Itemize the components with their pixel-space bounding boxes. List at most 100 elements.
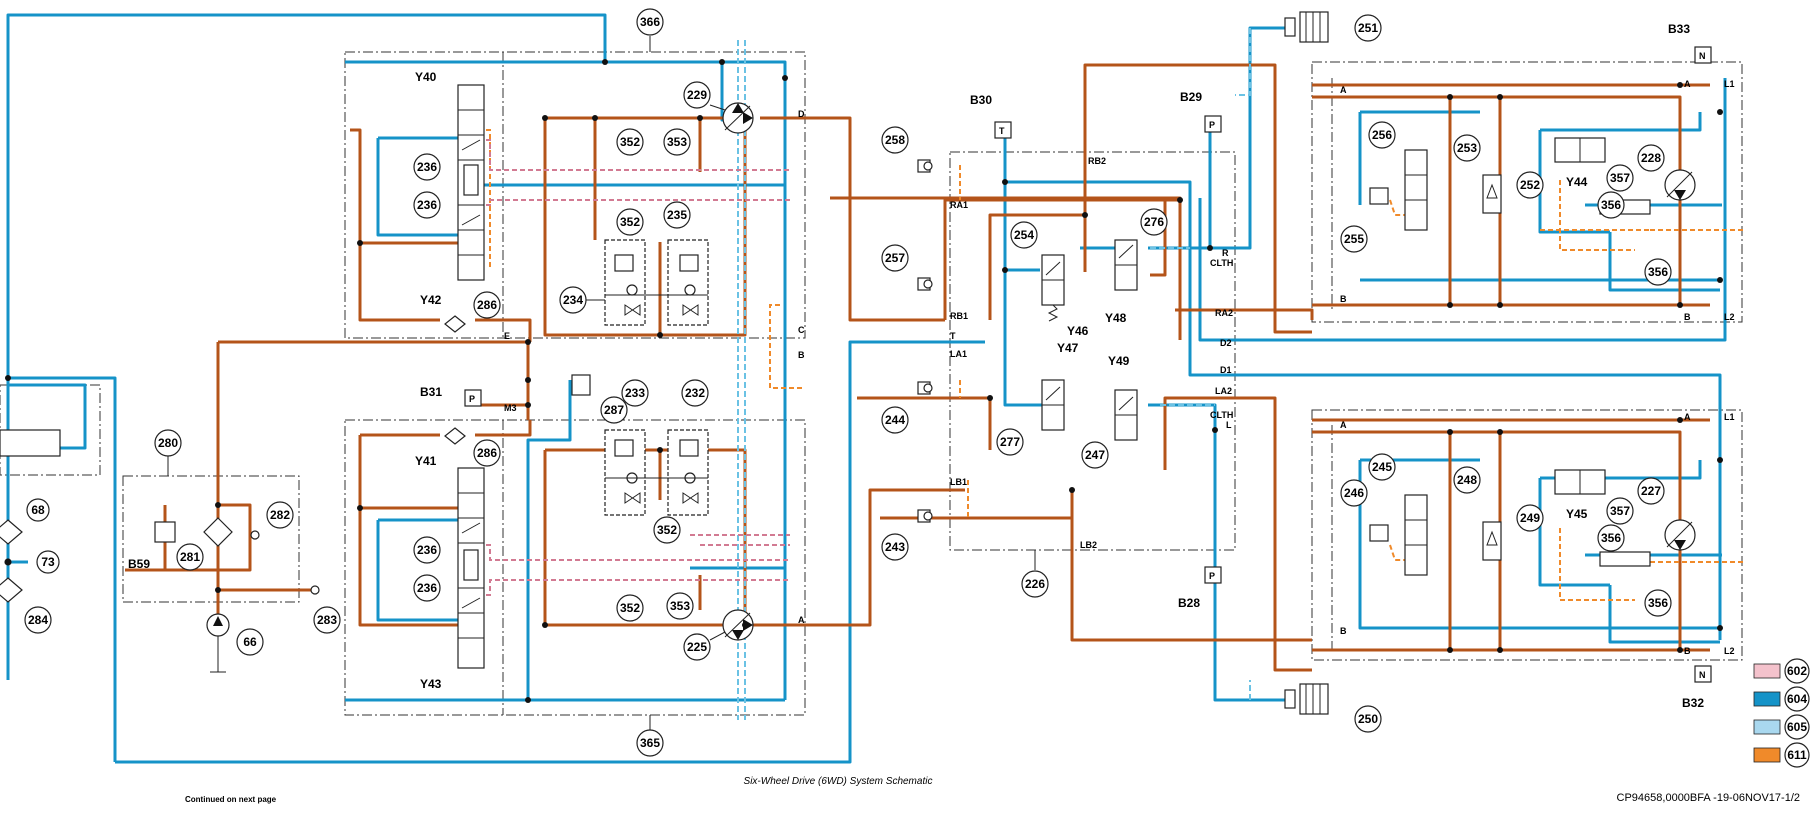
balloon-352d: 352 xyxy=(616,594,644,622)
svg-text:254: 254 xyxy=(1014,228,1034,242)
port-d1: D1 xyxy=(1220,365,1232,375)
label-y44: Y44 xyxy=(1566,175,1588,189)
balloon-249: 249 xyxy=(1516,504,1544,532)
svg-text:244: 244 xyxy=(885,413,905,427)
port-r: R xyxy=(1222,248,1229,258)
filter-group-280 xyxy=(154,517,320,673)
sensor-t1-letter: T xyxy=(999,126,1005,136)
svg-text:227: 227 xyxy=(1641,484,1661,498)
svg-text:357: 357 xyxy=(1610,171,1630,185)
motor-228 xyxy=(1664,169,1696,201)
label-y41: Y41 xyxy=(415,454,437,468)
control-valve-276 xyxy=(1114,239,1138,291)
balloon-352b: 352 xyxy=(616,208,644,236)
balloon-280: 280 xyxy=(154,429,182,476)
port-lower-l1: L1 xyxy=(1724,412,1735,422)
balloon-247: 247 xyxy=(1081,441,1109,469)
port-a: A xyxy=(798,615,805,625)
balloon-282: 282 xyxy=(266,501,294,529)
label-b33: B33 xyxy=(1668,22,1690,36)
svg-text:276: 276 xyxy=(1144,215,1164,229)
balloon-356b: 356 xyxy=(1644,258,1672,286)
balloon-227: 227 xyxy=(1637,477,1665,505)
port-upper-b1: B xyxy=(1340,294,1347,304)
port-upper-a1: A xyxy=(1340,85,1347,95)
balloon-352a: 352 xyxy=(616,128,644,156)
port-la2: LA2 xyxy=(1215,386,1232,396)
pump-225 xyxy=(722,609,754,641)
boundary-boxes xyxy=(0,51,1743,716)
sensors: P P P T N N xyxy=(464,46,1712,683)
balloon-236b: 236 xyxy=(413,191,441,219)
balloon-277: 277 xyxy=(996,428,1024,456)
balloon-366: 366 xyxy=(636,8,664,52)
port-ra1: RA1 xyxy=(950,200,968,210)
svg-text:236: 236 xyxy=(417,160,437,174)
balloon-283: 283 xyxy=(313,606,341,634)
label-y45: Y45 xyxy=(1566,507,1588,521)
sensor-p3-letter: P xyxy=(1209,571,1215,581)
port-b: B xyxy=(798,350,805,360)
balloon-229: 229 xyxy=(683,81,726,111)
balloon-253: 253 xyxy=(1453,134,1481,162)
label-y47: Y47 xyxy=(1057,341,1079,355)
svg-text:253: 253 xyxy=(1457,141,1477,155)
port-upper-a2: A xyxy=(1684,79,1691,89)
motor-227 xyxy=(1664,519,1696,551)
junction-dots xyxy=(5,59,1723,703)
balloon-236a: 236 xyxy=(413,153,441,181)
balloon-250: 250 xyxy=(1354,705,1382,733)
svg-text:247: 247 xyxy=(1085,448,1105,462)
balloon-233: 233 xyxy=(621,379,649,407)
legend-item-605: 605 xyxy=(1753,714,1810,740)
svg-text:248: 248 xyxy=(1457,473,1477,487)
svg-text:356: 356 xyxy=(1648,265,1668,279)
balloon-357b: 357 xyxy=(1606,497,1634,525)
port-lower-l2: L2 xyxy=(1724,646,1735,656)
svg-text:353: 353 xyxy=(670,599,690,613)
port-d: D xyxy=(798,109,805,119)
svg-text:281: 281 xyxy=(180,550,200,564)
port-clth-1: CLTH xyxy=(1210,258,1233,268)
svg-text:366: 366 xyxy=(640,15,660,29)
svg-text:282: 282 xyxy=(270,508,290,522)
balloon-365: 365 xyxy=(636,715,664,757)
svg-text:352: 352 xyxy=(657,523,677,537)
svg-text:352: 352 xyxy=(620,601,640,615)
color-legend: 602 604 605 611 xyxy=(1753,658,1810,768)
balloon-251: 251 xyxy=(1354,14,1382,42)
svg-text:236: 236 xyxy=(417,543,437,557)
label-y43: Y43 xyxy=(420,677,442,691)
svg-text:235: 235 xyxy=(667,208,687,222)
clutch-251 xyxy=(1284,11,1329,43)
label-y49: Y49 xyxy=(1108,354,1130,368)
sensor-p1-letter: P xyxy=(1209,120,1215,130)
control-valve-277 xyxy=(1041,379,1065,431)
pump-229 xyxy=(722,102,754,134)
svg-text:249: 249 xyxy=(1520,511,1540,525)
balloon-68: 68 xyxy=(26,498,50,522)
clutch-250 xyxy=(1284,683,1329,715)
balloon-235: 235 xyxy=(663,201,691,229)
port-upper-b2: B xyxy=(1684,312,1691,322)
port-m3: M3 xyxy=(504,403,517,413)
label-b30: B30 xyxy=(970,93,992,107)
svg-text:365: 365 xyxy=(640,736,660,750)
balloon-226: 226 xyxy=(1021,550,1049,598)
label-b32: B32 xyxy=(1682,696,1704,710)
svg-text:226: 226 xyxy=(1025,577,1045,591)
left-edge-valves xyxy=(0,429,61,603)
port-lower-b1: B xyxy=(1340,626,1347,636)
svg-text:352: 352 xyxy=(620,215,640,229)
legend-item-611: 611 xyxy=(1753,742,1810,768)
label-b31: B31 xyxy=(420,385,442,399)
svg-text:232: 232 xyxy=(685,386,705,400)
svg-text:228: 228 xyxy=(1641,151,1661,165)
valve-lower-right xyxy=(1369,469,1651,576)
svg-text:252: 252 xyxy=(1520,178,1540,192)
balloon-245: 245 xyxy=(1368,453,1396,481)
valve-stack-y40-y42 xyxy=(457,84,485,281)
label-y48: Y48 xyxy=(1105,311,1127,325)
balloon-287: 287 xyxy=(600,396,628,424)
svg-text:250: 250 xyxy=(1358,712,1378,726)
